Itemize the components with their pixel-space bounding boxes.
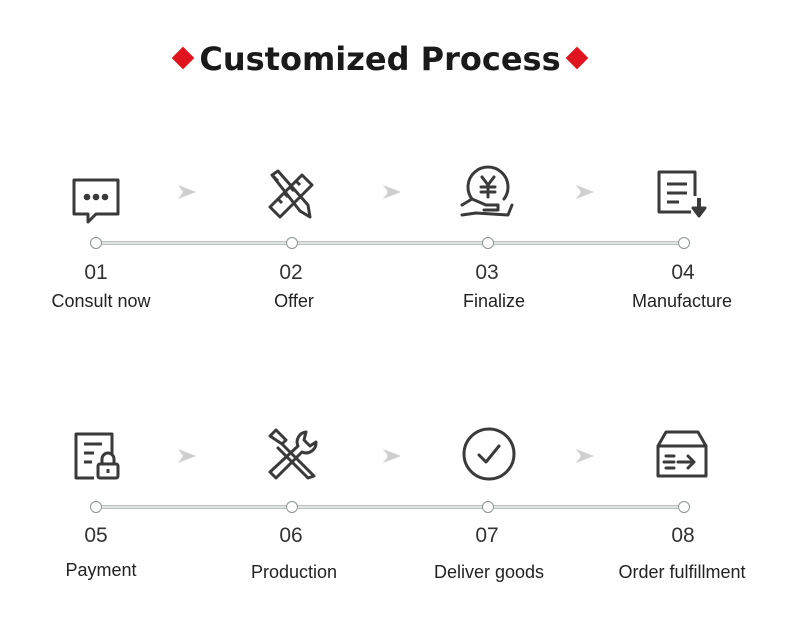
step-label: Manufacture — [631, 291, 733, 311]
step-number: 01 — [84, 261, 108, 284]
arrow-right-icon — [576, 185, 594, 199]
step-label: Order fulfillment — [618, 562, 746, 582]
lock-document-icon — [66, 426, 126, 486]
step-label: Offer — [274, 291, 314, 311]
document-download-icon — [651, 166, 711, 226]
page-title: Customized Process — [0, 40, 760, 78]
delivery-box-icon — [652, 424, 712, 484]
step-label: Deliver goods — [433, 562, 545, 582]
red-diamond-icon — [565, 46, 588, 70]
chat-bubble-icon — [66, 170, 126, 230]
red-diamond-icon — [172, 46, 195, 70]
step-number: 08 — [671, 524, 695, 547]
arrow-right-icon — [383, 185, 401, 199]
step-label: Production — [250, 562, 338, 582]
step-label: Payment — [65, 560, 137, 580]
arrow-right-icon — [576, 449, 594, 463]
step-label: Finalize — [462, 291, 526, 311]
timeline-dot — [482, 501, 494, 513]
timeline-dot — [286, 237, 298, 249]
timeline-dot — [90, 501, 102, 513]
step-number: 05 — [84, 524, 108, 547]
timeline-dot — [678, 501, 690, 513]
arrow-right-icon — [383, 449, 401, 463]
step-number: 07 — [475, 524, 499, 547]
yen-hand-icon — [458, 165, 518, 225]
checkmark-circle-icon — [459, 424, 519, 484]
step-number: 03 — [475, 261, 499, 284]
timeline-dot — [286, 501, 298, 513]
step-number: 02 — [279, 261, 303, 284]
arrow-right-icon — [178, 185, 196, 199]
step-number: 06 — [279, 524, 303, 547]
timeline-dot — [678, 237, 690, 249]
tools-icon — [262, 424, 322, 484]
title-text: Customized Process — [199, 40, 561, 78]
timeline-line — [96, 505, 686, 509]
timeline-line — [96, 241, 686, 245]
step-number: 04 — [671, 261, 695, 284]
arrow-right-icon — [178, 449, 196, 463]
timeline-dot — [90, 237, 102, 249]
timeline-dot — [482, 237, 494, 249]
step-label: Consult now — [51, 291, 151, 311]
pencil-ruler-icon — [260, 165, 320, 225]
